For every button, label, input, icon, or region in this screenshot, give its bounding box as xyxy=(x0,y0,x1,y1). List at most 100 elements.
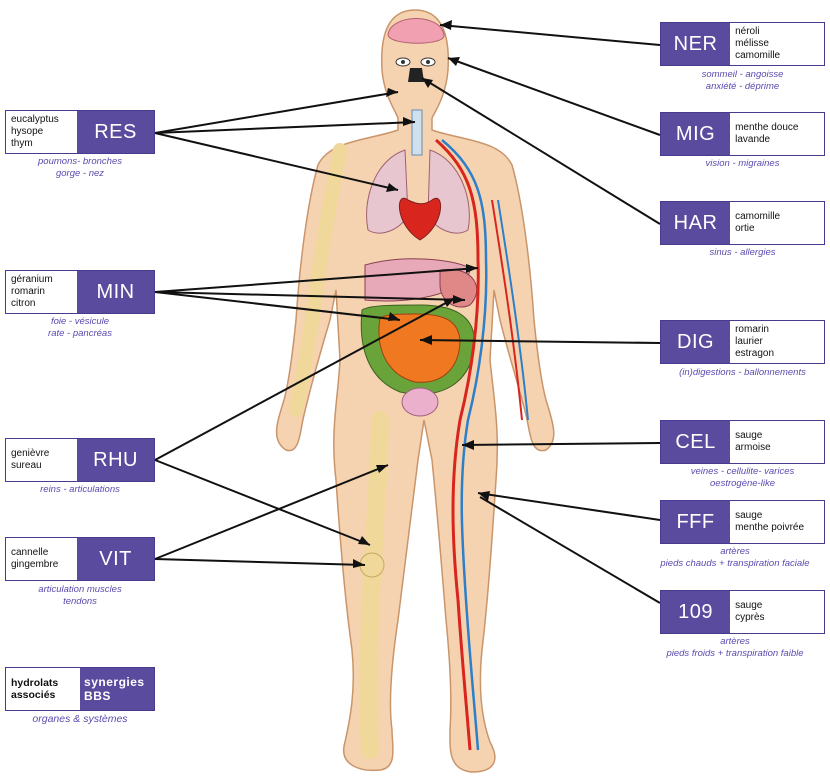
caption-line: sinus - allergies xyxy=(660,247,825,259)
plant-name: lavande xyxy=(735,134,819,146)
box-min-plants: géranium romarin citron xyxy=(6,271,77,313)
box-min-code: MIN xyxy=(77,271,154,313)
trachea xyxy=(412,110,422,155)
box-rhu-caption: reins - articulations xyxy=(5,484,155,496)
caption-line: anxiété - déprime xyxy=(660,81,825,93)
caption-line: rate - pancréas xyxy=(5,328,155,340)
bladder xyxy=(402,388,438,416)
legend-code-line: BBS xyxy=(84,689,111,703)
box-vit-caption: articulation muscles tendons xyxy=(5,584,155,608)
plant-name: sauge xyxy=(735,430,819,442)
box-cel: CEL sauge armoise xyxy=(660,420,825,464)
caption-line: pieds chauds + transpiration faciale xyxy=(640,558,830,570)
caption-line: reins - articulations xyxy=(5,484,155,496)
caption-line: sommeil - angoisse xyxy=(660,69,825,81)
legend-plants: hydrolats associés xyxy=(6,668,80,710)
caption-line: veines - cellulite- varices xyxy=(660,466,825,478)
plant-name: cannelle xyxy=(11,547,72,559)
plant-name: estragon xyxy=(735,348,819,360)
box-fff-caption: artères pieds chauds + transpiration fac… xyxy=(640,546,830,570)
plant-name: sauge xyxy=(735,600,819,612)
caption-line: artères xyxy=(640,636,830,648)
legend-code-line: synergies xyxy=(84,675,145,689)
caption-line: tendons xyxy=(5,596,155,608)
box-fff: FFF sauge menthe poivrée xyxy=(660,500,825,544)
nose-area xyxy=(408,68,424,82)
box-cel-caption: veines - cellulite- varices oestrogène-l… xyxy=(660,466,825,490)
plant-name: armoise xyxy=(735,442,819,454)
caption-line: gorge - nez xyxy=(5,168,155,180)
plant-name: camomille xyxy=(735,211,819,223)
box-res-code: RES xyxy=(77,111,154,153)
box-res: eucalyptus hysope thym RES xyxy=(5,110,155,154)
legend-line: hydrolats xyxy=(11,677,75,689)
box-har-code: HAR xyxy=(661,202,730,244)
box-fff-code: FFF xyxy=(661,501,730,543)
caption-line: oestrogène-like xyxy=(660,478,825,490)
box-vit: cannelle gingembre VIT xyxy=(5,537,155,581)
box-res-plants: eucalyptus hysope thym xyxy=(6,111,77,153)
box-cel-code: CEL xyxy=(661,421,730,463)
box-109: 109 sauge cyprès xyxy=(660,590,825,634)
legend-code: synergies BBS xyxy=(80,668,154,710)
box-har-caption: sinus - allergies xyxy=(660,247,825,259)
plant-name: romarin xyxy=(735,324,819,336)
plant-name: genièvre xyxy=(11,448,72,460)
box-ner-plants: néroli mélisse camomille xyxy=(730,23,824,65)
caption-line: vision - migraines xyxy=(660,158,825,170)
plant-name: menthe poivrée xyxy=(735,522,819,534)
caption-line: articulation muscles xyxy=(5,584,155,596)
caption-line: (in)digestions - ballonnements xyxy=(660,367,825,379)
plant-name: camomille xyxy=(735,50,819,62)
legend-line: associés xyxy=(11,689,75,701)
plant-name: thym xyxy=(11,138,72,150)
box-min: géranium romarin citron MIN xyxy=(5,270,155,314)
plant-name: citron xyxy=(11,298,72,310)
box-ner: NER néroli mélisse camomille xyxy=(660,22,825,66)
box-mig-caption: vision - migraines xyxy=(660,158,825,170)
plant-name: cyprès xyxy=(735,612,819,624)
caption-line: artères xyxy=(640,546,830,558)
plant-name: romarin xyxy=(11,286,72,298)
box-rhu: genièvre sureau RHU xyxy=(5,438,155,482)
box-har-plants: camomille ortie xyxy=(730,202,824,244)
plant-name: hysope xyxy=(11,126,72,138)
box-109-code: 109 xyxy=(661,591,730,633)
box-dig-caption: (in)digestions - ballonnements xyxy=(660,367,825,379)
caption-line: foie - vésicule xyxy=(5,316,155,328)
plant-name: néroli xyxy=(735,26,819,38)
box-min-caption: foie - vésicule rate - pancréas xyxy=(5,316,155,340)
box-vit-code: VIT xyxy=(77,538,154,580)
box-ner-code: NER xyxy=(661,23,730,65)
box-cel-plants: sauge armoise xyxy=(730,421,824,463)
box-res-caption: poumons- bronches gorge - nez xyxy=(5,156,155,180)
plant-name: mélisse xyxy=(735,38,819,50)
box-mig-code: MIG xyxy=(661,113,730,155)
legend-caption: organes & systèmes xyxy=(5,713,155,725)
box-rhu-code: RHU xyxy=(77,439,154,481)
plant-name: géranium xyxy=(11,274,72,286)
box-109-caption: artères pieds froids + transpiration fai… xyxy=(640,636,830,660)
plant-name: ortie xyxy=(735,223,819,235)
box-dig-plants: romarin laurier estragon xyxy=(730,321,824,363)
box-mig: MIG menthe douce lavande xyxy=(660,112,825,156)
caption-line: poumons- bronches xyxy=(5,156,155,168)
box-dig: DIG romarin laurier estragon xyxy=(660,320,825,364)
box-vit-plants: cannelle gingembre xyxy=(6,538,77,580)
plant-name: gingembre xyxy=(11,559,72,571)
box-ner-caption: sommeil - angoisse anxiété - déprime xyxy=(660,69,825,93)
box-mig-plants: menthe douce lavande xyxy=(730,113,824,155)
plant-name: laurier xyxy=(735,336,819,348)
box-dig-code: DIG xyxy=(661,321,730,363)
plant-name: eucalyptus xyxy=(11,114,72,126)
caption-line: pieds froids + transpiration faible xyxy=(640,648,830,660)
box-fff-plants: sauge menthe poivrée xyxy=(730,501,824,543)
plant-name: menthe douce xyxy=(735,122,819,134)
box-har: HAR camomille ortie xyxy=(660,201,825,245)
plant-name: sureau xyxy=(11,460,72,472)
caption-line: organes & systèmes xyxy=(5,713,155,725)
box-rhu-plants: genièvre sureau xyxy=(6,439,77,481)
plant-name: sauge xyxy=(735,510,819,522)
legend-box: hydrolats associés synergies BBS xyxy=(5,667,155,711)
